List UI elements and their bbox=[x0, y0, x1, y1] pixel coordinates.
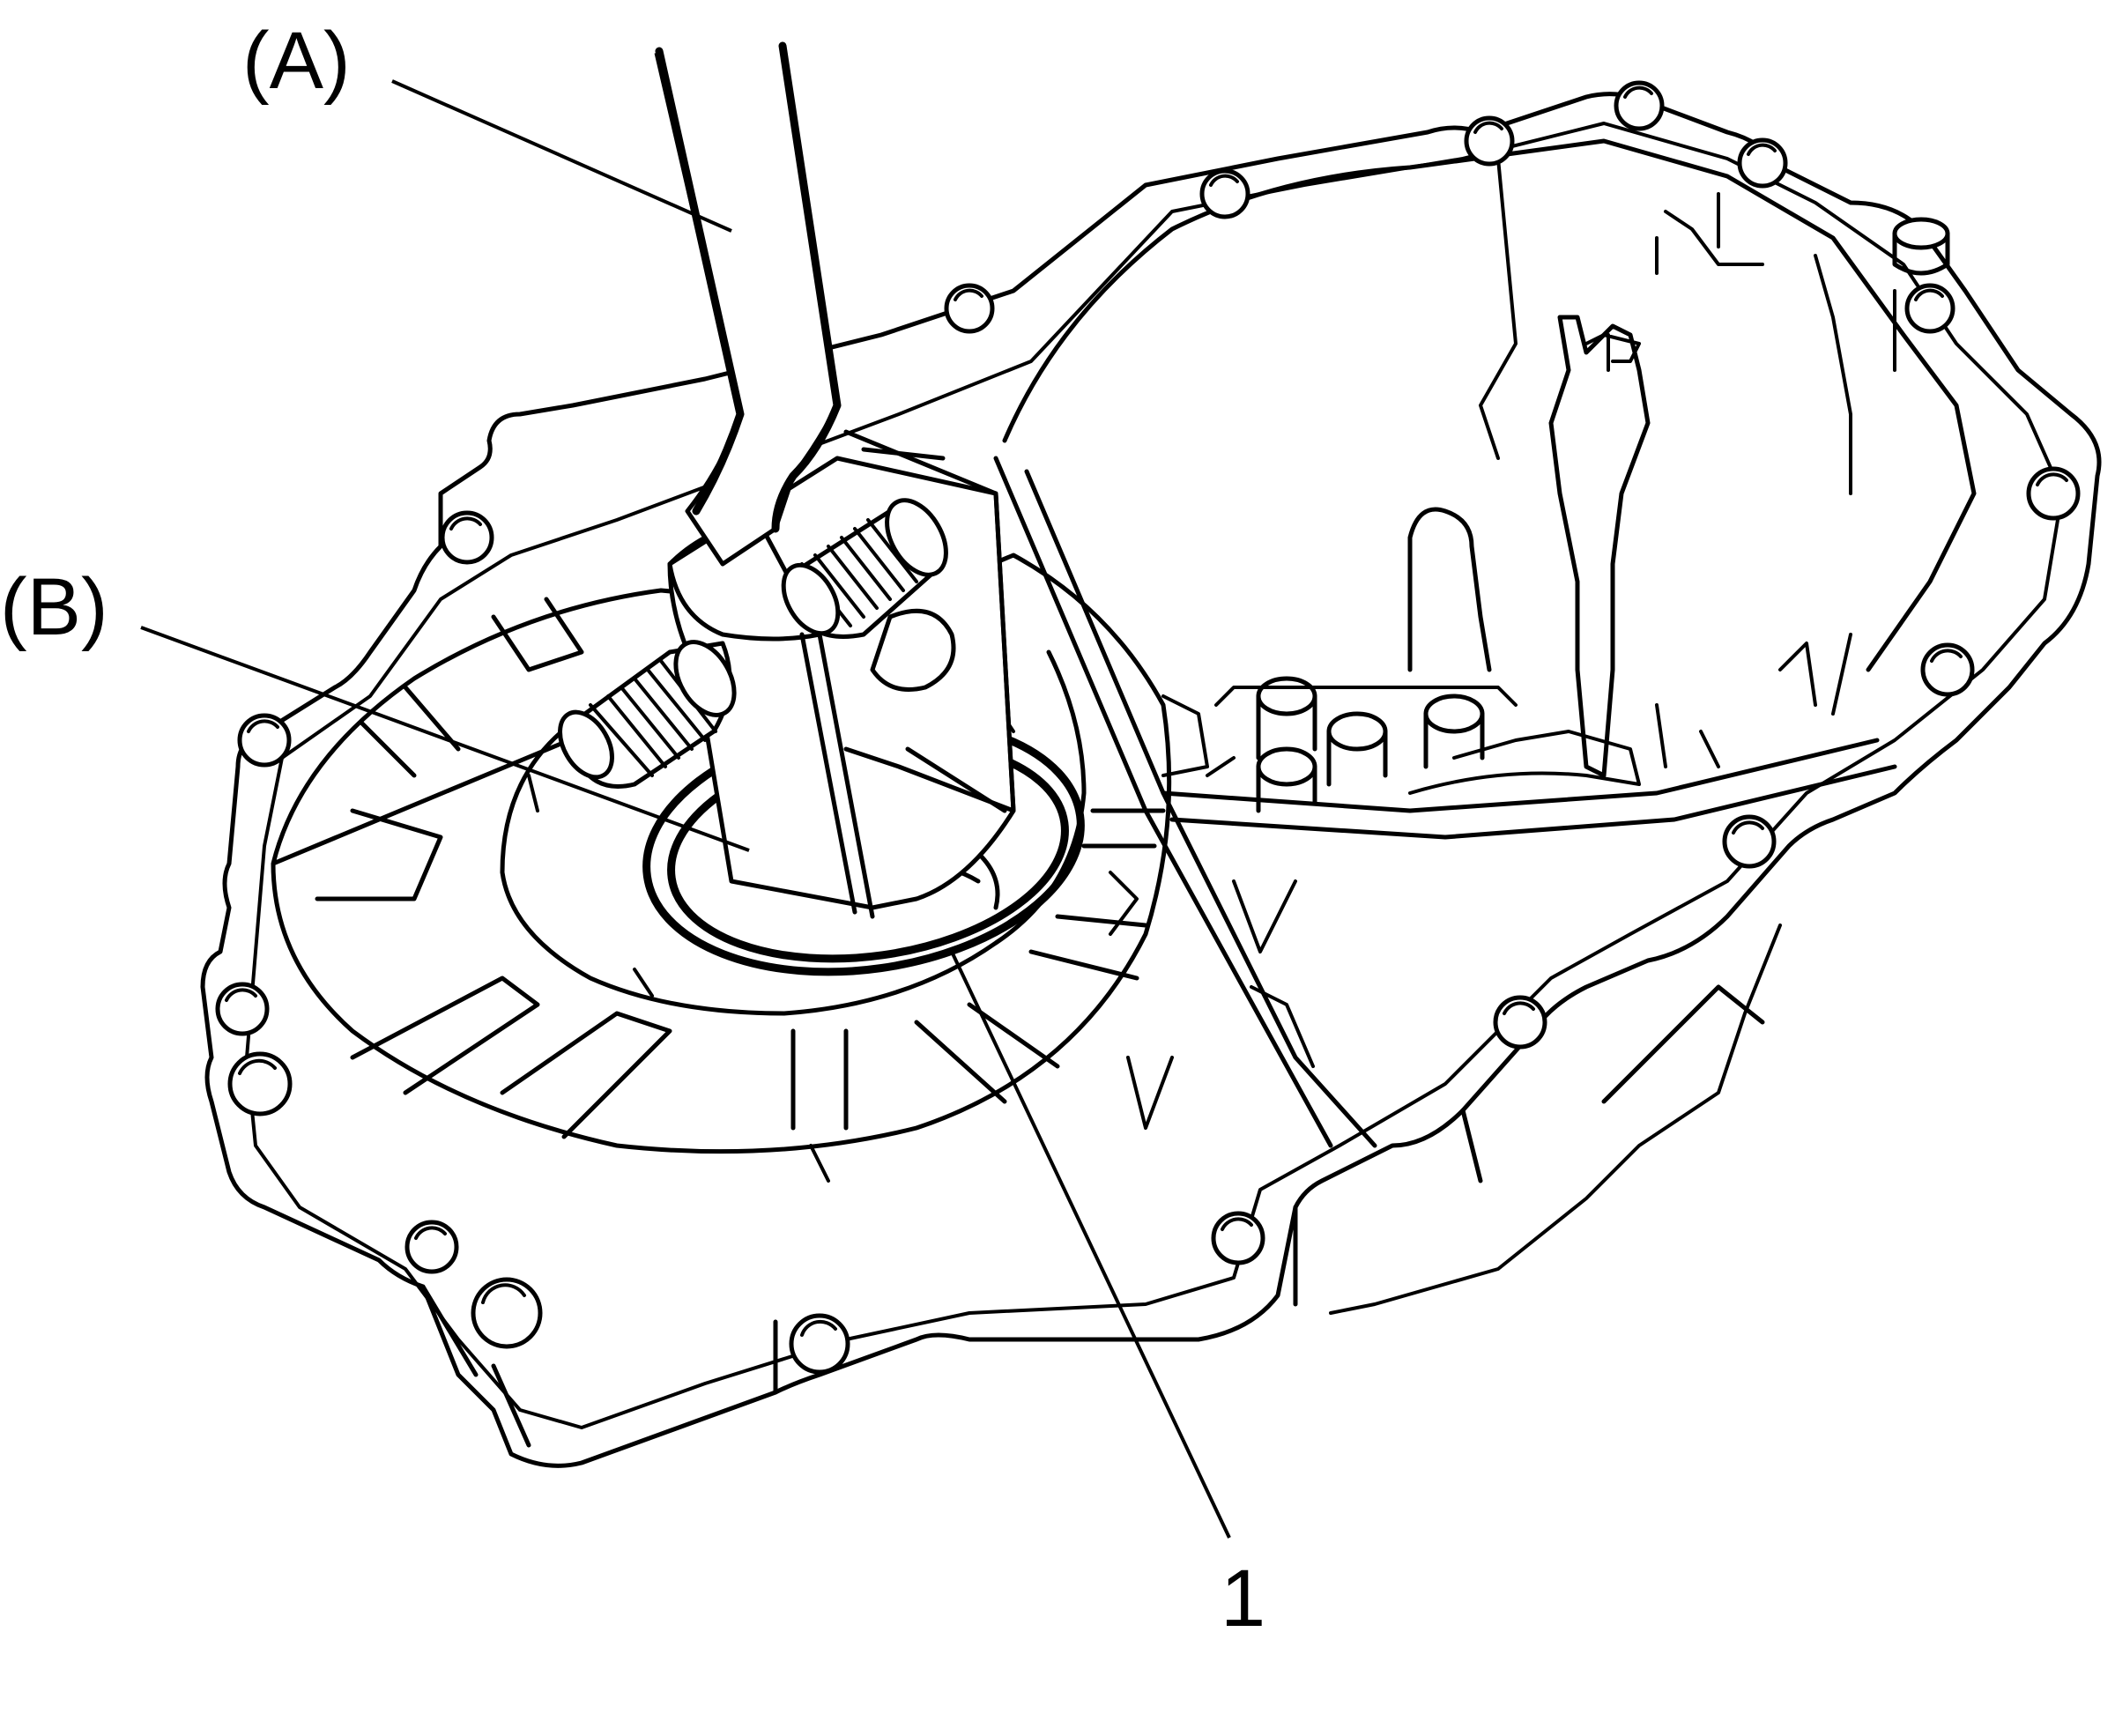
dome-rib-7 bbox=[1081, 808, 1166, 849]
case-lower-edge bbox=[1329, 924, 1782, 1315]
case-lower-wall bbox=[420, 984, 1765, 1448]
special-tool-a bbox=[654, 41, 842, 567]
case-dome bbox=[271, 553, 1315, 1183]
leader-1 bbox=[950, 951, 1231, 1539]
boss-3 bbox=[1423, 694, 1485, 734]
dome-rib-1 bbox=[315, 808, 443, 901]
dome-rib-10 bbox=[1161, 694, 1315, 1068]
case-outer-flange bbox=[200, 92, 2102, 1468]
right-chamber-internals bbox=[1206, 157, 1896, 813]
label-tool-b: (B) bbox=[0, 562, 108, 652]
boss-1 bbox=[1256, 676, 1317, 716]
transmission-case bbox=[200, 92, 2102, 1468]
interior-lower-curve bbox=[1408, 730, 1641, 795]
bolt-hole bbox=[440, 510, 494, 565]
bolt-hole bbox=[1920, 642, 1975, 697]
label-tool-a: (A) bbox=[242, 16, 351, 106]
tool-b-edge-2 bbox=[799, 632, 857, 915]
tool-a-left-edge bbox=[655, 47, 745, 516]
bolt-hole bbox=[1614, 80, 1665, 131]
dome-rib-5 bbox=[914, 1002, 1060, 1104]
bolt-hole bbox=[1722, 814, 1777, 869]
bolt-hole bbox=[1493, 995, 1547, 1050]
tool-b-edge-1 bbox=[817, 632, 875, 919]
bolt-holes bbox=[215, 80, 2081, 1375]
bolt-hole bbox=[227, 1051, 293, 1117]
dome-rib-3 bbox=[500, 1011, 672, 1139]
leader-a bbox=[391, 79, 732, 233]
bolt-hole bbox=[1211, 1211, 1265, 1265]
bolt-hole bbox=[404, 1220, 459, 1274]
bolt-hole bbox=[789, 1313, 850, 1375]
shift-lever bbox=[1548, 315, 1651, 778]
tool-b-back-slot bbox=[861, 447, 1007, 813]
tool-b-hub bbox=[870, 608, 956, 692]
interior-wall-lines bbox=[1479, 157, 1896, 768]
dome-ring-ticks bbox=[527, 703, 1015, 1183]
bolt-hole bbox=[471, 1277, 543, 1349]
callouts: (A) (B) 1 bbox=[0, 16, 1265, 1643]
right-chamber-rim bbox=[1002, 138, 1977, 672]
leader-b bbox=[140, 626, 750, 852]
tool-a-right-edge bbox=[771, 41, 842, 533]
dome-rib-11 bbox=[1109, 871, 1174, 1130]
dome-rib-4 bbox=[790, 1028, 849, 1131]
case-inner-flange bbox=[245, 122, 2064, 1429]
boss-2 bbox=[1326, 711, 1388, 752]
threaded-stud-left bbox=[558, 640, 737, 789]
tool-b-back-plate bbox=[843, 429, 1016, 813]
dome-rib-8 bbox=[359, 685, 461, 778]
case-cross-rib-right bbox=[1024, 469, 1377, 1148]
bolt-hole bbox=[1199, 168, 1250, 219]
dome-rib-6 bbox=[1028, 914, 1148, 981]
shift-lever-pin bbox=[1584, 333, 1641, 372]
bolt-hole bbox=[1904, 283, 1955, 334]
leader-lines bbox=[140, 79, 1231, 1539]
boss-4 bbox=[1256, 746, 1317, 787]
interior-boss bbox=[1407, 507, 1492, 672]
bolt-hole bbox=[944, 283, 995, 334]
bearing-bosses bbox=[1206, 676, 1518, 813]
bolt-hole bbox=[1737, 137, 1788, 189]
dome-rib-9 bbox=[491, 597, 584, 672]
dome-outer-ring bbox=[271, 553, 1172, 1154]
bolt-hole bbox=[237, 713, 292, 768]
label-part-1: 1 bbox=[1221, 1554, 1265, 1643]
case-horizontal-rib bbox=[1161, 738, 1897, 840]
special-tool-b bbox=[558, 429, 1016, 919]
dome-rib-2 bbox=[350, 976, 540, 1095]
dowel-pin bbox=[1892, 217, 1950, 276]
bolt-hole bbox=[2026, 466, 2081, 521]
bolt-hole bbox=[215, 982, 270, 1036]
bolt-hole bbox=[1464, 115, 1515, 167]
threaded-stud-right bbox=[781, 498, 948, 639]
